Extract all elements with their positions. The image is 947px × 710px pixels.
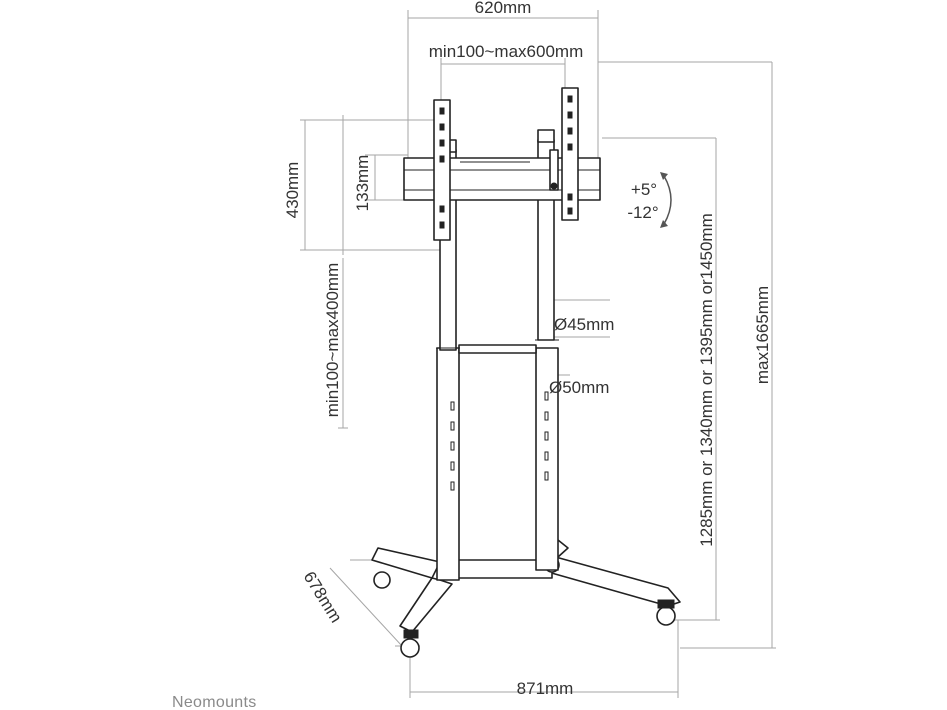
bracket-slots	[439, 95, 573, 229]
tilt-arrow-icon	[663, 175, 672, 225]
brand-logo: Neomounts	[172, 694, 257, 710]
mount-height-label: 1285mm or 1340mm or 1395mm or1450mm	[697, 213, 716, 547]
lower-pole-diameter-label: Ø50mm	[549, 378, 609, 397]
upper-pole-diameter-label: Ø45mm	[554, 315, 614, 334]
width-label: 620mm	[475, 0, 532, 17]
vesa-height-label: min100~max400mm	[323, 263, 342, 418]
bracket-height-label: 133mm	[353, 155, 372, 212]
tilt-down-label: -12°	[627, 203, 658, 222]
height-label: 430mm	[283, 162, 302, 219]
tilt-up-label: +5°	[631, 180, 657, 199]
vesa-width-label: min100~max600mm	[429, 42, 584, 61]
depth-label: 678mm	[300, 568, 346, 626]
height-adjust-holes	[450, 391, 549, 491]
base-width-label: 871mm	[517, 679, 574, 698]
dimension-labels: 620mm min100~max600mm 430mm 133mm +5° -1…	[172, 0, 772, 710]
max-height-label: max1665mm	[753, 286, 772, 384]
stand-drawing	[371, 87, 681, 658]
